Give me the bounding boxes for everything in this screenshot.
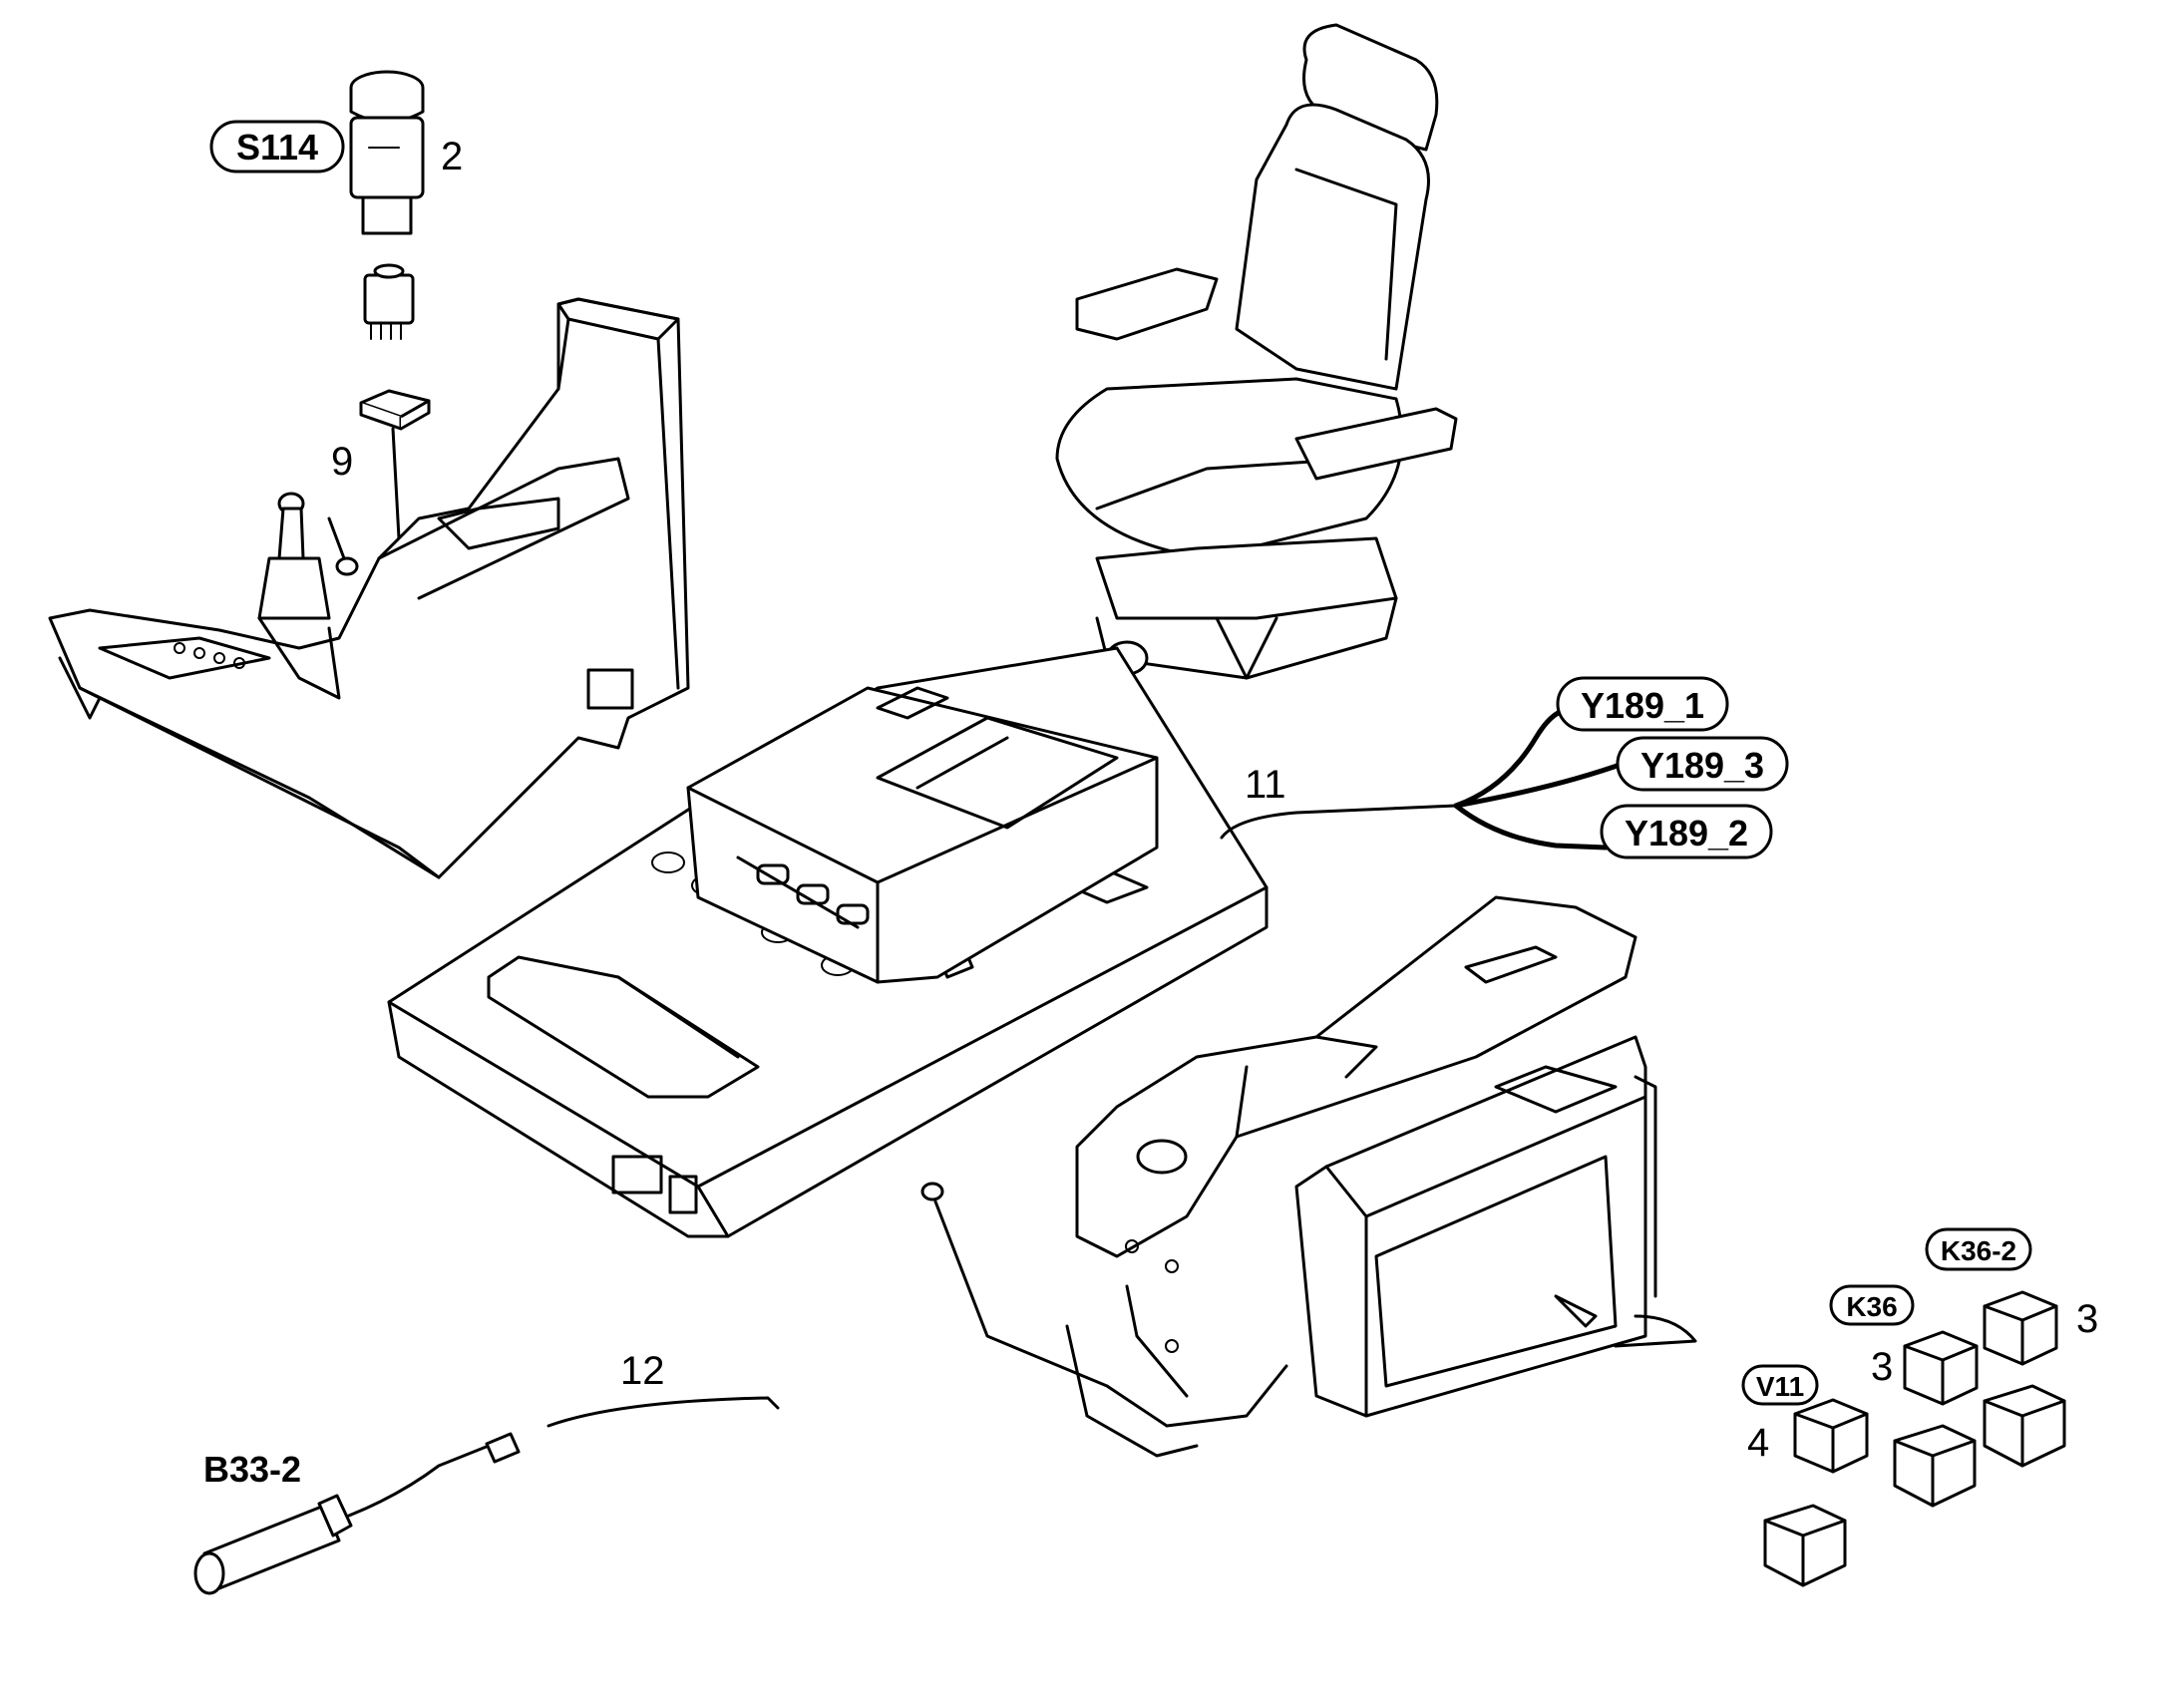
switch-s114 [349, 70, 425, 235]
callout-3-left: 3 [1871, 1345, 1893, 1389]
connector-part-9 [359, 389, 431, 540]
operator-seat [1055, 23, 1458, 680]
callout-12: 12 [620, 1349, 665, 1393]
tag-s114: S114 [209, 120, 345, 173]
relay-socket-k36 [1893, 1424, 1977, 1508]
relay-socket-v11 [1763, 1504, 1847, 1587]
tag-v11-text: V11 [1756, 1371, 1804, 1402]
tag-y189-3: Y189_3 [1616, 736, 1789, 792]
tag-s114-text: S114 [236, 127, 318, 168]
center-floor-plate [387, 646, 1269, 1238]
callout-4: 4 [1747, 1421, 1769, 1465]
tag-k36-2: K36-2 [1925, 1227, 2032, 1271]
sensor-b33-2 [193, 1432, 521, 1595]
relay-v11 [1793, 1398, 1869, 1474]
callout-9: 9 [331, 440, 353, 484]
tag-y189-1-text: Y189_1 [1581, 685, 1704, 726]
right-console-frame [920, 895, 1697, 1458]
label-b33-2: B33-2 [203, 1449, 301, 1490]
cable-part-12 [546, 1396, 780, 1428]
tag-y189-2: Y189_2 [1600, 804, 1773, 859]
tag-k36-2-text: K36-2 [1941, 1235, 2016, 1266]
harness-part-11 [1220, 707, 1629, 851]
tag-k36: K36 [1829, 1284, 1915, 1326]
callout-2: 2 [441, 135, 463, 178]
left-control-console [48, 297, 690, 879]
tag-y189-1: Y189_1 [1556, 676, 1729, 732]
tag-k36-text: K36 [1846, 1291, 1897, 1322]
switch-contact-block [363, 263, 415, 340]
tag-v11: V11 [1741, 1364, 1819, 1406]
relay-k36-2 [1983, 1290, 2058, 1366]
callout-3-right: 3 [2076, 1297, 2098, 1341]
tag-y189-3-text: Y189_3 [1640, 745, 1764, 786]
relay-k36 [1903, 1330, 1979, 1406]
relay-socket-k36-2 [1983, 1384, 2066, 1468]
tag-y189-2-text: Y189_2 [1625, 813, 1748, 854]
callout-11: 11 [1245, 763, 1286, 807]
